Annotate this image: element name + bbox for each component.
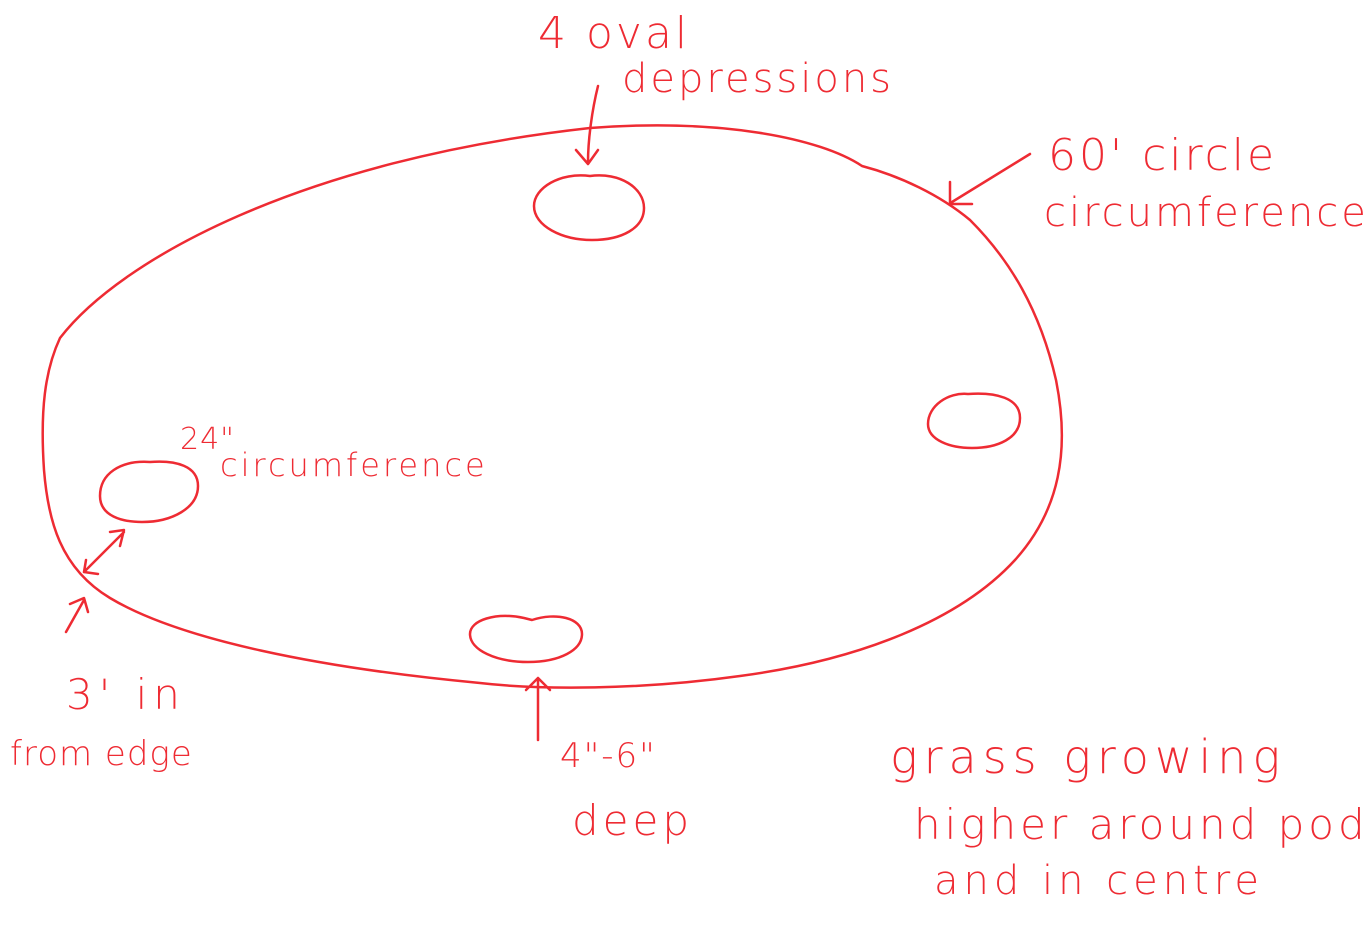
- depth-label-line1: 4"-6": [560, 736, 657, 776]
- circle-label-line1: 60' circle: [1048, 130, 1278, 181]
- arrow-circle: [948, 152, 1032, 206]
- grass-note-line1: grass growing: [890, 730, 1287, 784]
- offset-label-line2: from edge: [10, 734, 193, 774]
- arrow-depth: [524, 676, 552, 742]
- pod-size-label-line1: 24": [180, 422, 235, 457]
- arrow-offset-double: [82, 528, 126, 576]
- large-circle-outline: [41, 124, 1064, 689]
- depressions-label-line1: 4 oval: [538, 8, 691, 59]
- grass-note-line3: and in centre: [934, 858, 1264, 904]
- pod-left: [98, 460, 200, 524]
- grass-note-line2: higher around pods: [914, 800, 1367, 849]
- depth-label-line2: deep: [572, 796, 693, 845]
- pod-top: [532, 174, 646, 242]
- offset-label-line1: 3' in: [66, 670, 186, 719]
- depressions-label-line2: depressions: [622, 56, 895, 102]
- pod-bottom: [468, 614, 584, 664]
- circle-label-line2: circumference: [1044, 190, 1367, 236]
- arrow-depressions: [574, 84, 600, 166]
- pod-right: [926, 392, 1022, 450]
- arrow-offset-pointer: [64, 596, 90, 634]
- pod-size-label-line2: circumference: [220, 446, 488, 484]
